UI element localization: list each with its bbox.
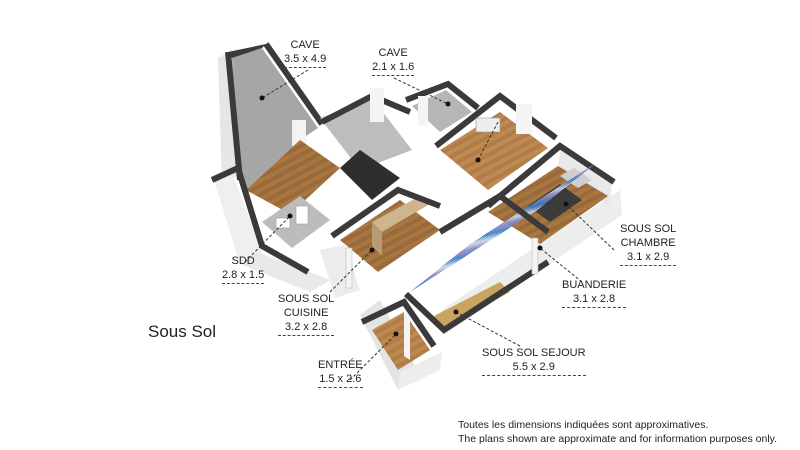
floor-tile xyxy=(524,197,548,214)
floor-tile xyxy=(430,259,454,276)
disclaimer-line-fr: Toutes les dimensions indiquées sont app… xyxy=(458,419,709,431)
room-hall xyxy=(246,88,412,214)
room-cave-small xyxy=(404,80,480,132)
sejour-details xyxy=(403,192,550,334)
floor-tile xyxy=(542,187,566,204)
floor-tile xyxy=(544,181,568,198)
floor-tile xyxy=(464,234,488,251)
floor-tile xyxy=(558,172,582,189)
label-cave-large: CAVE 3.5 x 4.9 xyxy=(284,38,327,68)
floor-tile xyxy=(466,239,490,256)
floor-tile xyxy=(474,226,498,243)
floor-tile xyxy=(410,275,434,292)
floor-tile xyxy=(452,248,476,265)
disclaimer: Toutes les dimensions indiquées sont app… xyxy=(458,418,777,446)
floor-title: Sous Sol xyxy=(148,322,217,341)
room-cave-large xyxy=(225,42,325,190)
room-cuisine xyxy=(330,186,442,289)
disclaimer-line-en: The plans shown are approximate and for … xyxy=(458,433,778,445)
room-sdd xyxy=(210,163,330,275)
floor-tile xyxy=(458,241,482,258)
label-buanderie: BUANDERIE 3.1 x 2.8 xyxy=(562,278,627,308)
floor-tile xyxy=(424,266,448,283)
floor-tile xyxy=(520,198,544,215)
floor-tile xyxy=(572,163,596,180)
label-sdd: SDD 2.8 x 1.5 xyxy=(222,254,265,284)
floor-tile xyxy=(454,242,478,259)
floor-tile xyxy=(450,243,474,260)
floor-tile xyxy=(486,223,510,240)
floor-tile xyxy=(552,179,576,196)
floor-tile xyxy=(488,217,512,234)
floor-tile xyxy=(472,232,496,249)
floor-tile xyxy=(440,251,464,268)
floor-tile xyxy=(468,233,492,250)
floor-tile xyxy=(490,222,514,239)
room-entree xyxy=(360,298,437,370)
floor-tile xyxy=(478,225,502,242)
floor-tile xyxy=(492,216,516,233)
floor-tile xyxy=(528,196,552,213)
floor-tile xyxy=(494,221,518,238)
floor-tile xyxy=(462,240,486,257)
floor-tile xyxy=(504,213,528,230)
label-chambre: SOUS SOL CHAMBRE 3.1 x 2.9 xyxy=(620,222,677,266)
floor-tile xyxy=(538,188,562,205)
label-cuisine: SOUS SOL CUISINE 3.2 x 2.8 xyxy=(278,292,335,336)
floor-tile xyxy=(534,189,558,206)
leader-lines xyxy=(244,69,615,381)
label-cave-small: CAVE 2.1 x 1.6 xyxy=(372,46,415,76)
floor-tile xyxy=(448,249,472,266)
floor-tile xyxy=(438,257,462,274)
floor-tile xyxy=(482,224,506,241)
floor-tile xyxy=(460,235,484,252)
floor-tile xyxy=(476,231,500,248)
floor-tile xyxy=(530,190,554,207)
floor-tile xyxy=(500,214,524,231)
leader-dots xyxy=(259,95,569,337)
floor-tile xyxy=(562,171,586,188)
floor-tile xyxy=(444,250,468,267)
floor-tile xyxy=(532,195,556,212)
label-entree: ENTRÉE 1.5 x 2.6 xyxy=(318,358,363,388)
room-buanderie xyxy=(434,92,558,190)
floor-tile xyxy=(434,258,458,275)
floor-tile xyxy=(480,230,504,247)
floor-tile xyxy=(496,215,520,232)
floor-tile xyxy=(420,267,444,284)
label-sejour: SOUS SOL SEJOUR 5.5 x 2.9 xyxy=(482,346,586,376)
floor-tile xyxy=(548,180,572,197)
